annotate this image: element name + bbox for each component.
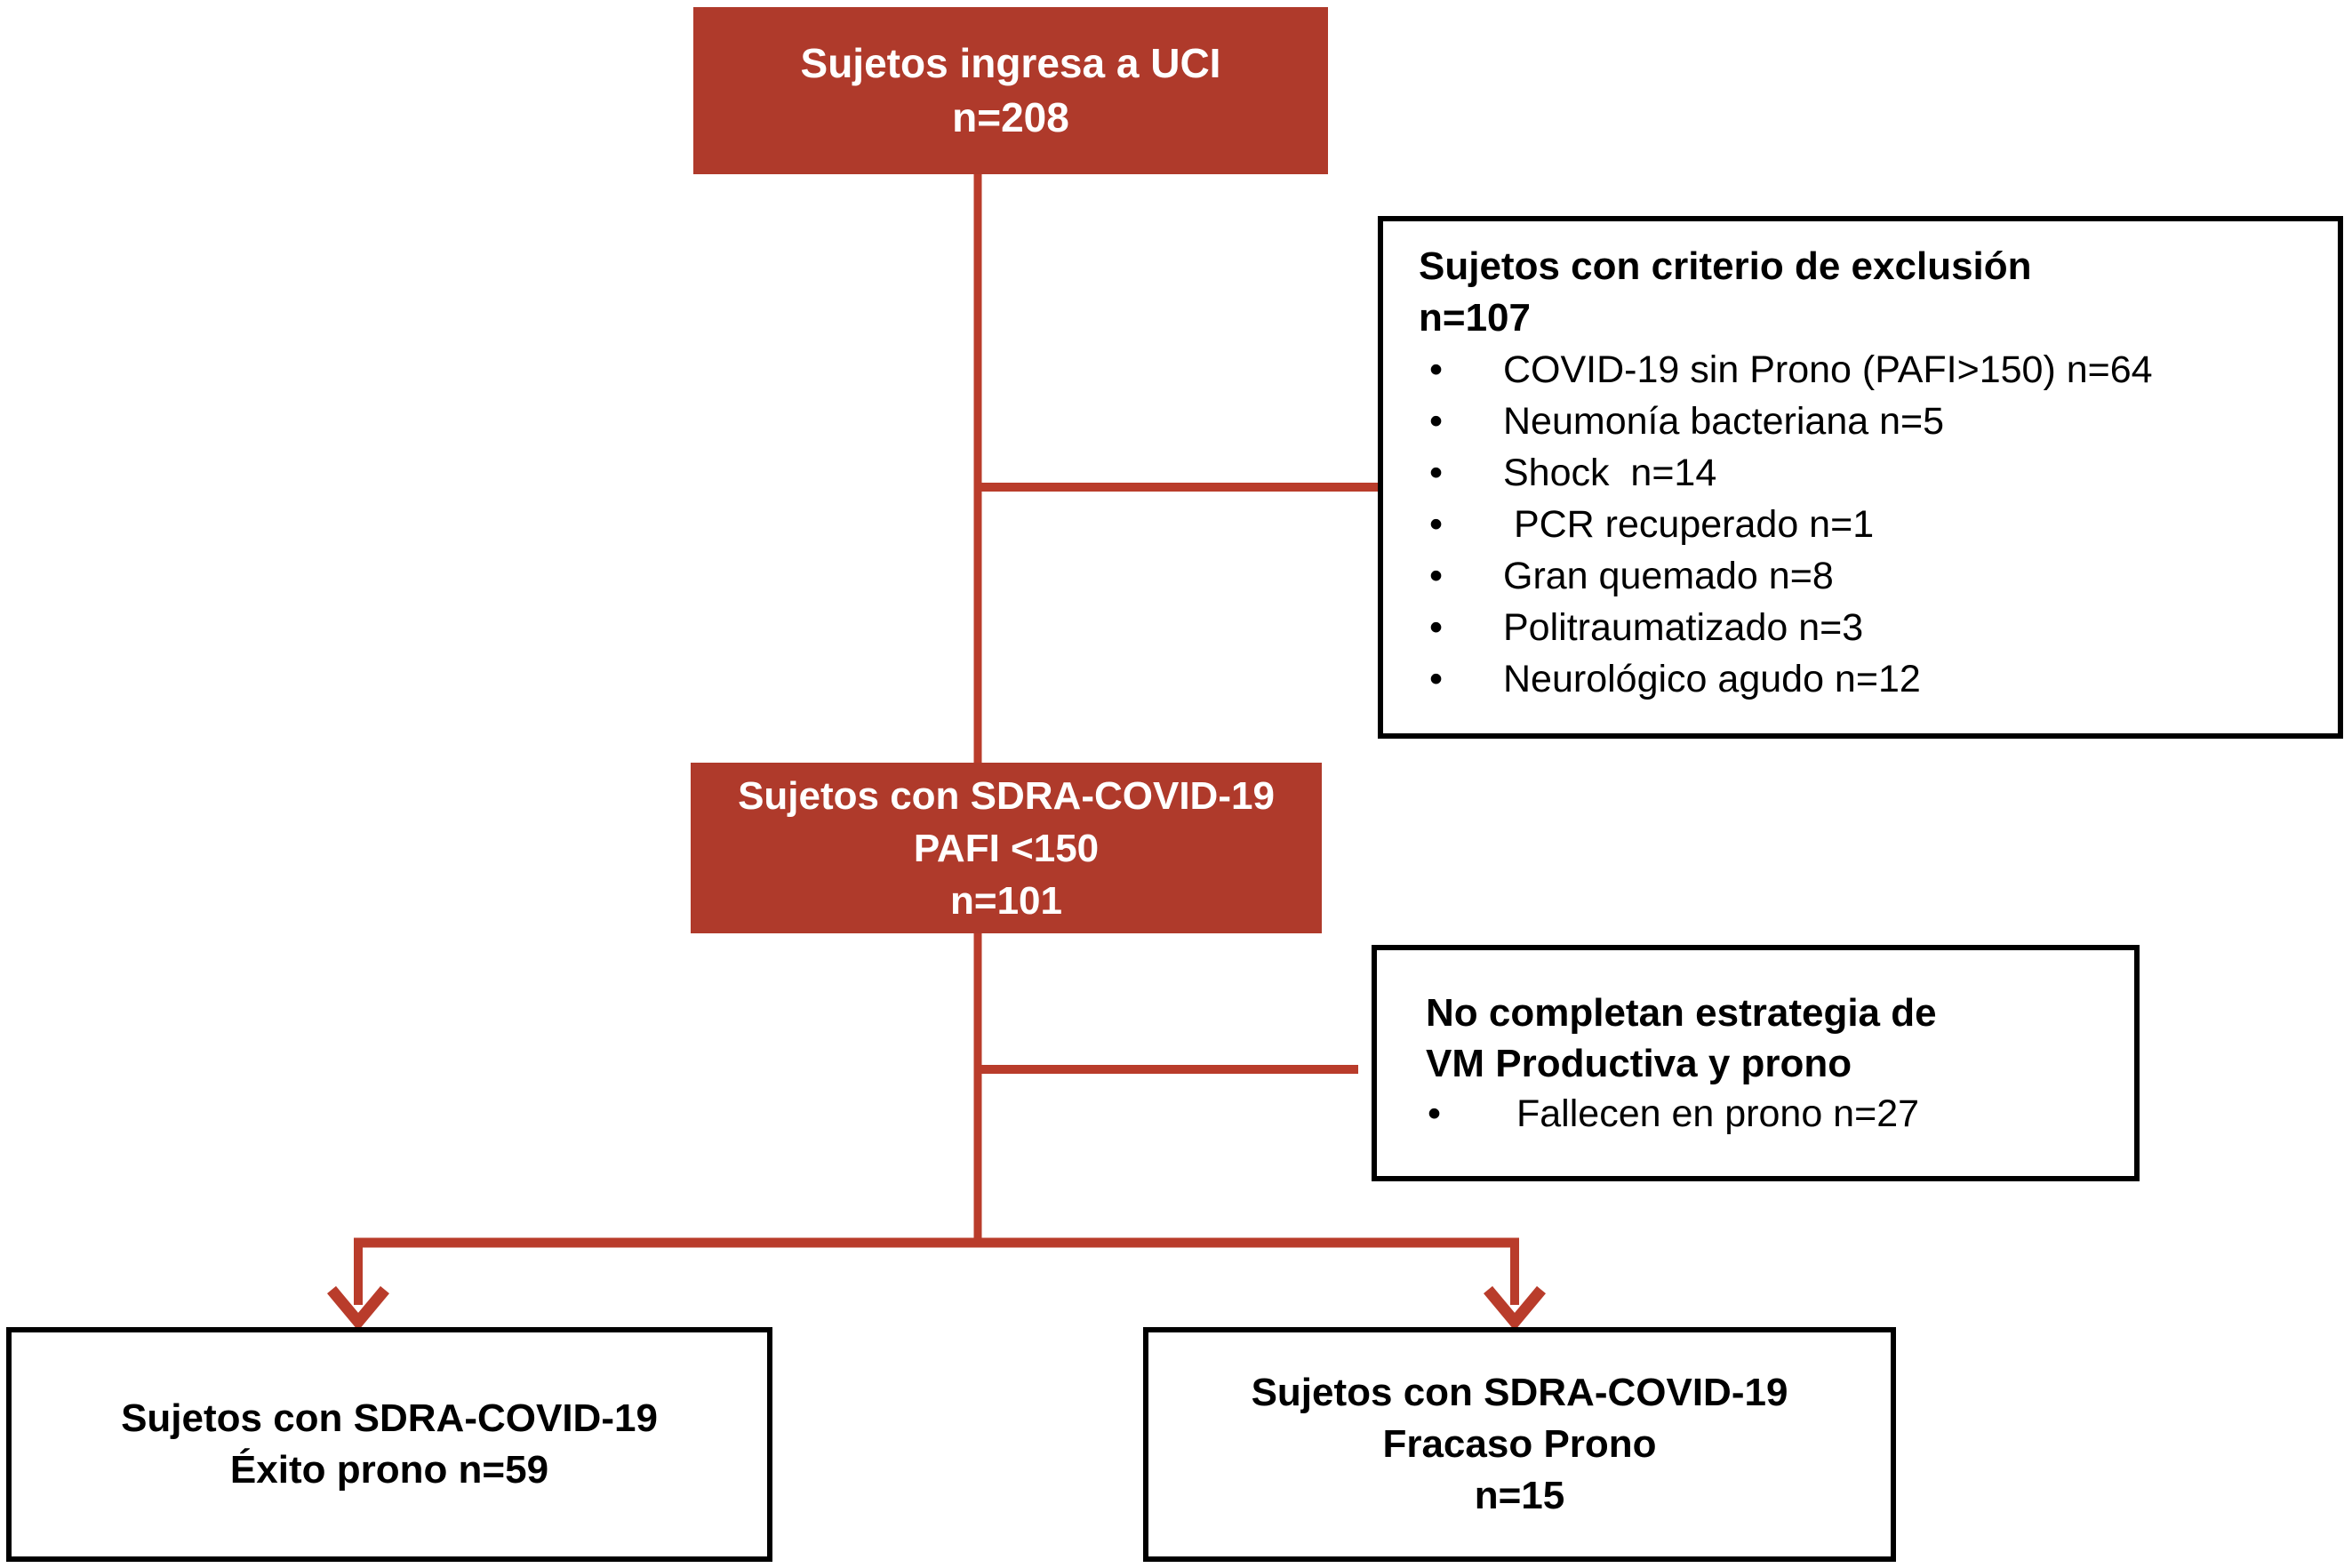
bullet-text: Neurológico agudo n=12 bbox=[1503, 658, 1921, 700]
bullet-text: Politraumatizado n=3 bbox=[1503, 606, 1864, 649]
arrowhead-down-left-icon bbox=[327, 1285, 389, 1332]
box-text-line: Sujetos con SDRA-COVID-19 bbox=[121, 1396, 658, 1440]
box-text-line: n=101 bbox=[950, 878, 1062, 923]
exclusion-bullet-list: • COVID-19 sin Prono (PAFI>150) n=64 • N… bbox=[1419, 344, 2316, 705]
list-item: • Gran quemado n=8 bbox=[1419, 550, 2316, 602]
bullet-icon: • bbox=[1429, 658, 1444, 700]
bullet-text: Neumonía bacteriana n=5 bbox=[1503, 400, 1945, 443]
bullet-text: Gran quemado n=8 bbox=[1503, 555, 1834, 597]
bullet-icon: • bbox=[1429, 555, 1444, 597]
box-text-line: n=15 bbox=[1474, 1474, 1565, 1517]
bullet-text: COVID-19 sin Prono (PAFI>150) n=64 bbox=[1503, 348, 2153, 391]
incomplete-bullet-list: • Fallecen en prono n=27 bbox=[1426, 1089, 2112, 1140]
box-text-line: Sujetos con SDRA-COVID-19 bbox=[1251, 1371, 1788, 1414]
list-item: • Neurológico agudo n=12 bbox=[1419, 653, 2316, 705]
incomplete-title: No completan estrategia de VM Productiva … bbox=[1426, 988, 2112, 1089]
box-title-line: n=107 bbox=[1419, 296, 1531, 340]
list-item: • Fallecen en prono n=27 bbox=[1426, 1089, 2112, 1140]
list-item: • Neumonía bacteriana n=5 bbox=[1419, 396, 2316, 447]
bullet-text: PCR recuperado n=1 bbox=[1503, 503, 1875, 546]
bullet-icon: • bbox=[1429, 400, 1444, 443]
box-text-line: Sujetos con SDRA-COVID-19 bbox=[738, 773, 1275, 818]
node-icu-admission: Sujetos ingresa a UCI n=208 bbox=[693, 7, 1328, 174]
box-title-line: No completan estrategia de bbox=[1426, 990, 1937, 1035]
bullet-icon: • bbox=[1429, 503, 1444, 546]
box-text-line: Sujetos ingresa a UCI bbox=[800, 40, 1221, 86]
bullet-icon: • bbox=[1429, 348, 1444, 391]
bullet-text: Fallecen en prono n=27 bbox=[1516, 1092, 1920, 1135]
box-title-line: VM Productiva y prono bbox=[1426, 1041, 1852, 1085]
bullet-icon: • bbox=[1428, 1092, 1442, 1135]
list-item: • PCR recuperado n=1 bbox=[1419, 499, 2316, 550]
list-item: • COVID-19 sin Prono (PAFI>150) n=64 bbox=[1419, 344, 2316, 396]
list-item: • Politraumatizado n=3 bbox=[1419, 602, 2316, 653]
box-title-line: Sujetos con criterio de exclusión bbox=[1419, 244, 2032, 288]
box-text-line: n=208 bbox=[952, 94, 1069, 140]
box-text-line: Fracaso Prono bbox=[1382, 1422, 1657, 1466]
bullet-text: Shock n=14 bbox=[1503, 452, 1717, 494]
bullet-icon: • bbox=[1429, 606, 1444, 649]
box-text-line: PAFI <150 bbox=[913, 826, 1100, 870]
arrowhead-down-right-icon bbox=[1484, 1285, 1546, 1332]
exclusion-title: Sujetos con criterio de exclusión n=107 bbox=[1419, 241, 2316, 344]
node-exclusion-criteria: Sujetos con criterio de exclusión n=107 •… bbox=[1378, 216, 2343, 739]
list-item: • Shock n=14 bbox=[1419, 447, 2316, 499]
bullet-icon: • bbox=[1429, 452, 1444, 494]
box-text-line: Éxito prono n=59 bbox=[229, 1448, 549, 1492]
node-incomplete-strategy: No completan estrategia de VM Productiva … bbox=[1372, 945, 2140, 1181]
